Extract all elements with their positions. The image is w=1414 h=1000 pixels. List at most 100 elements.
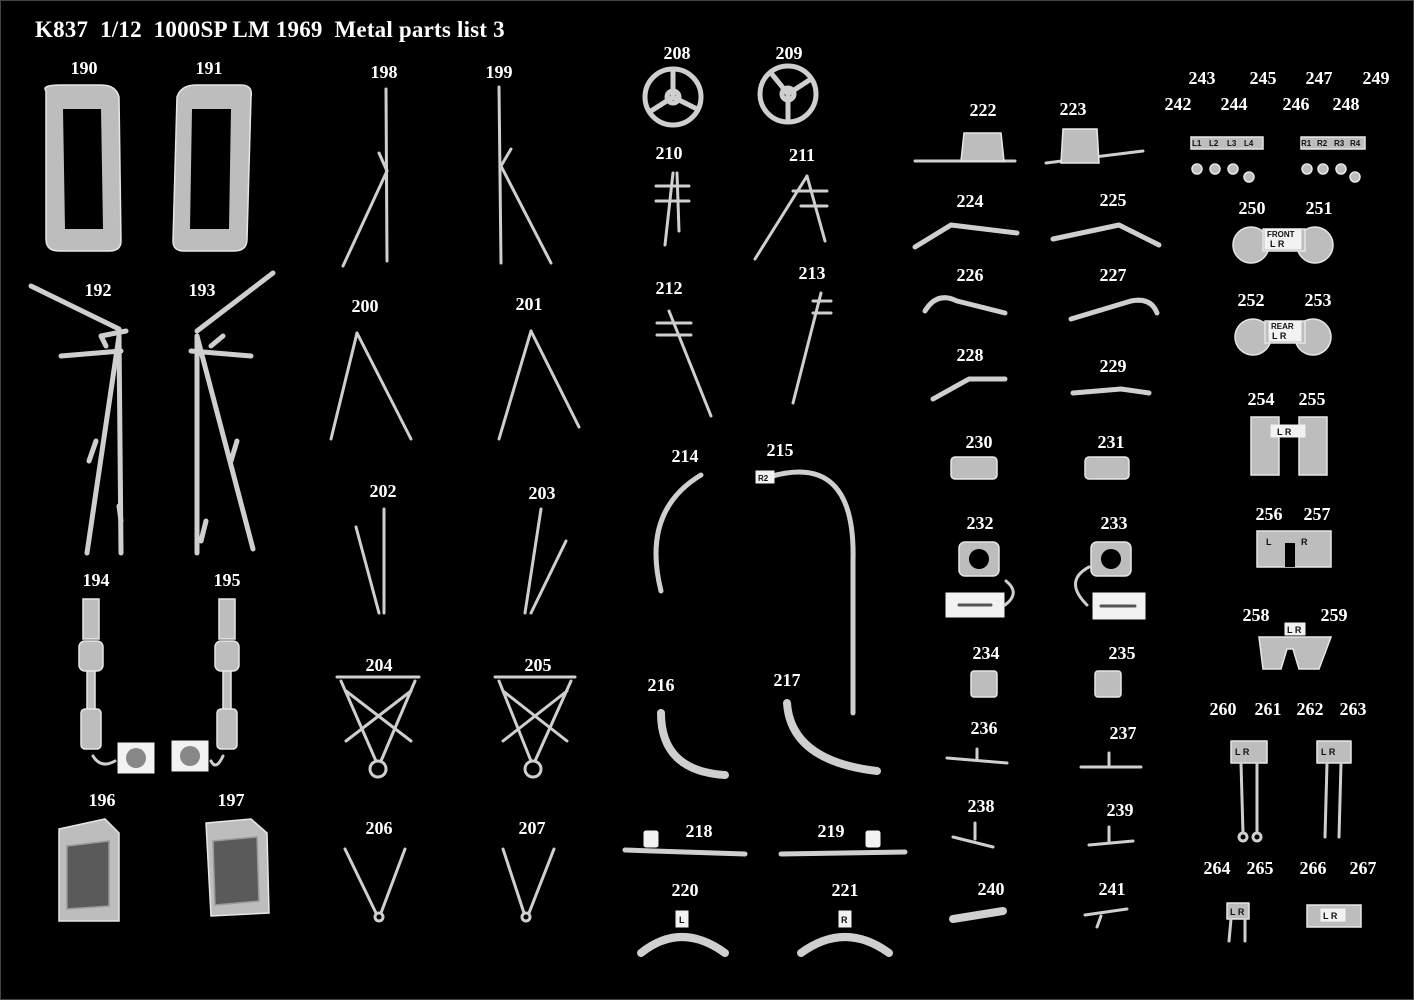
- part-225: [1050, 222, 1162, 248]
- part-211: [753, 174, 829, 261]
- part-232: [945, 541, 1015, 618]
- part-190: [44, 84, 122, 252]
- part-number-203: 203: [528, 483, 556, 503]
- part-230: [950, 456, 998, 480]
- part-266-267: [1306, 904, 1362, 928]
- part-number-236: 236: [970, 718, 998, 738]
- part-number-218: 218: [685, 821, 713, 841]
- part-number-230: 230: [965, 432, 993, 452]
- part-number-252: 252: [1237, 290, 1265, 310]
- part-number-261: 261: [1254, 699, 1282, 719]
- part-number-208: 208: [663, 43, 691, 63]
- part-number-207: 207: [518, 818, 546, 838]
- part-212: [655, 309, 713, 418]
- part-235: [1094, 670, 1122, 698]
- part-number-254: 254: [1247, 389, 1275, 409]
- part-number-190: 190: [70, 58, 98, 78]
- tag-l4: L4: [1244, 139, 1254, 148]
- tag-front: FRONT: [1267, 230, 1295, 239]
- part-224: [912, 222, 1020, 250]
- tag-221-r: R: [841, 915, 848, 925]
- part-number-257: 257: [1303, 504, 1331, 524]
- part-205: [493, 675, 577, 779]
- part-203: [523, 507, 568, 615]
- part-number-246: 246: [1282, 94, 1310, 114]
- tag-266-lr: L R: [1323, 911, 1338, 921]
- part-number-226: 226: [956, 265, 984, 285]
- part-number-202: 202: [369, 481, 397, 501]
- part-number-210: 210: [655, 143, 683, 163]
- part-213: [791, 291, 833, 405]
- part-number-250: 250: [1238, 198, 1266, 218]
- tag-front-lr: L R: [1270, 239, 1285, 249]
- part-number-267: 267: [1349, 858, 1377, 878]
- part-number-265: 265: [1246, 858, 1274, 878]
- part-number-197: 197: [217, 790, 245, 810]
- part-number-234: 234: [972, 643, 1000, 663]
- part-number-263: 263: [1339, 699, 1367, 719]
- tag-r3: R3: [1334, 139, 1345, 148]
- part-number-191: 191: [195, 58, 223, 78]
- part-number-251: 251: [1305, 198, 1333, 218]
- part-201: [497, 329, 581, 441]
- part-252-253: REAR L R: [1234, 318, 1332, 356]
- part-number-237: 237: [1109, 723, 1137, 743]
- part-191: [172, 84, 253, 252]
- part-number-195: 195: [213, 570, 241, 590]
- part-number-206: 206: [365, 818, 393, 838]
- part-number-227: 227: [1099, 265, 1127, 285]
- part-250-251: FRONT L R: [1232, 226, 1334, 264]
- part-number-262: 262: [1296, 699, 1324, 719]
- part-195: [171, 598, 240, 772]
- part-229: [1070, 386, 1152, 396]
- part-260-261: [1230, 740, 1268, 843]
- part-228: [930, 376, 1008, 402]
- part-254-255: L R: [1250, 416, 1328, 476]
- part-236: [945, 747, 1009, 765]
- part-number-256: 256: [1255, 504, 1283, 524]
- part-200: [329, 331, 413, 441]
- part-number-216: 216: [647, 675, 675, 695]
- part-234: [970, 670, 998, 698]
- part-217: [783, 699, 881, 775]
- part-204: [335, 675, 421, 779]
- part-number-211: 211: [788, 145, 816, 165]
- tag-rear: REAR: [1271, 322, 1294, 331]
- sheet-title: K837 1/12 1000SP LM 1969 Metal parts lis…: [35, 17, 505, 42]
- part-239: [1087, 825, 1135, 847]
- part-number-229: 229: [1099, 356, 1127, 376]
- part-number-204: 204: [365, 655, 393, 675]
- part-242-245: L1 L2 L3 L4: [1190, 136, 1264, 183]
- part-237: [1079, 751, 1143, 769]
- part-number-222: 222: [969, 100, 997, 120]
- part-number-259: 259: [1320, 605, 1348, 625]
- part-number-201: 201: [515, 294, 543, 314]
- part-210: [654, 171, 691, 247]
- part-226: [922, 295, 1008, 316]
- part-number-264: 264: [1203, 858, 1231, 878]
- part-number-235: 235: [1108, 643, 1136, 663]
- part-207: [501, 847, 556, 923]
- part-number-240: 240: [977, 879, 1005, 899]
- part-number-198: 198: [370, 62, 398, 82]
- part-241: [1083, 907, 1129, 929]
- part-number-196: 196: [88, 790, 116, 810]
- part-number-248: 248: [1332, 94, 1360, 114]
- part-number-242: 242: [1164, 94, 1192, 114]
- part-number-223: 223: [1059, 99, 1087, 119]
- part-208: [642, 66, 704, 128]
- part-number-232: 232: [966, 513, 994, 533]
- part-233: [1074, 541, 1146, 620]
- tag-rear-lr: L R: [1272, 331, 1287, 341]
- part-number-214: 214: [671, 446, 699, 466]
- tag-257-r: R: [1301, 537, 1308, 547]
- part-number-212: 212: [655, 278, 683, 298]
- tag-r2: R2: [758, 474, 769, 483]
- part-240: [949, 907, 1007, 923]
- tag-l1: L1: [1192, 139, 1202, 148]
- part-258-259: L R: [1258, 622, 1333, 670]
- part-194: [78, 598, 155, 774]
- part-number-266: 266: [1299, 858, 1327, 878]
- part-number-225: 225: [1099, 190, 1127, 210]
- part-262-263: [1316, 740, 1352, 839]
